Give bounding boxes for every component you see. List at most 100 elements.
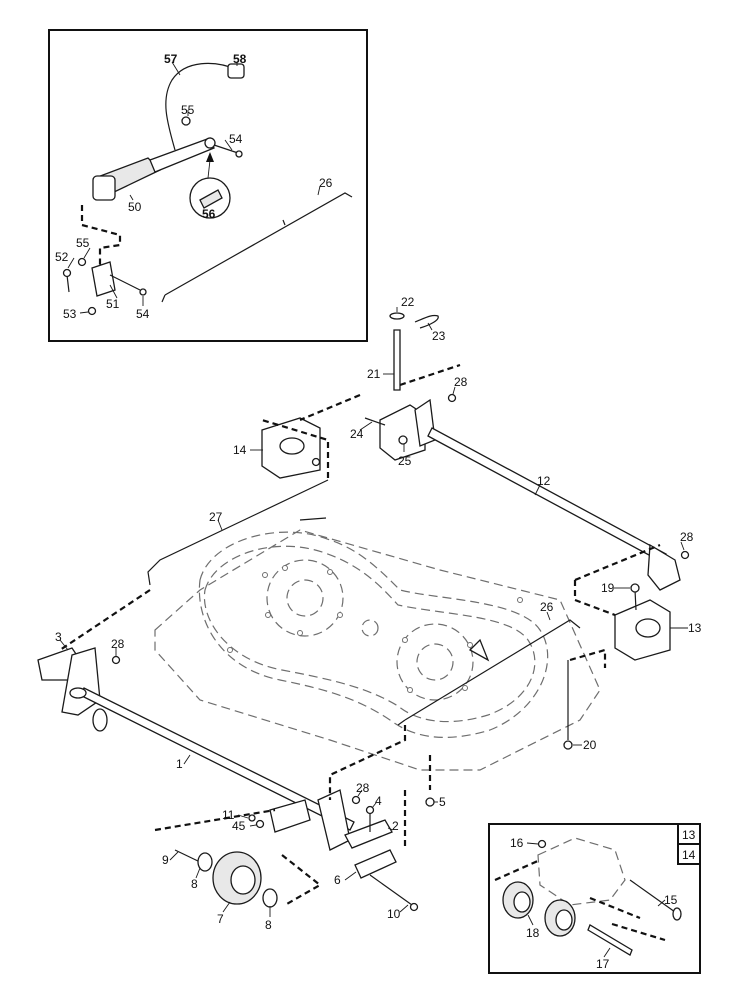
deck-hole xyxy=(402,637,408,643)
connector-58 xyxy=(227,63,245,79)
bolt-15-head xyxy=(672,907,682,921)
shaft-1-collar xyxy=(92,708,108,732)
label-2: 2 xyxy=(392,819,399,833)
rod-26-main xyxy=(404,619,581,721)
link-27-3 xyxy=(59,589,151,651)
label-21: 21 xyxy=(367,367,381,381)
link-19-13 xyxy=(573,580,616,617)
bushing-8a xyxy=(197,852,213,872)
nut-55-top xyxy=(181,116,191,126)
bolt-52-head xyxy=(62,268,72,278)
left-spindle-hub xyxy=(286,579,324,617)
roller-13 xyxy=(635,618,661,638)
label-28c: 28 xyxy=(111,637,125,651)
deck-hole xyxy=(327,569,333,575)
washer-45 xyxy=(255,819,265,829)
lead-52 xyxy=(67,257,75,269)
lead-54a xyxy=(224,139,233,151)
pin-54-top xyxy=(213,144,239,154)
label-box-14: 14 xyxy=(682,848,696,862)
label-51: 51 xyxy=(106,297,120,311)
shaft-12-arm xyxy=(647,543,681,591)
right-spindle-hub xyxy=(416,643,454,681)
link-roller-b xyxy=(589,896,641,920)
lead-18 xyxy=(527,914,534,926)
label-5: 5 xyxy=(439,795,446,809)
shaft-17 xyxy=(587,924,633,956)
lead-17 xyxy=(603,947,611,958)
center-hub xyxy=(361,619,379,637)
lead-57 xyxy=(171,61,181,76)
wheel-7-hub xyxy=(230,865,256,895)
lead-9 xyxy=(169,851,179,861)
bolt-15 xyxy=(629,879,676,913)
label-26a: 26 xyxy=(319,176,333,190)
rod-26-main-tab xyxy=(468,638,490,662)
washer-16 xyxy=(537,839,547,849)
label-28d: 28 xyxy=(356,781,370,795)
lead-11 xyxy=(237,814,249,819)
washer-22 xyxy=(389,312,405,320)
plate-6 xyxy=(354,849,397,879)
lead-7 xyxy=(222,901,231,913)
link-actuator-bracket xyxy=(80,205,122,265)
lead-26b xyxy=(546,611,551,621)
lead-23 xyxy=(427,322,433,331)
pin-54-bottom xyxy=(109,274,141,291)
label-10: 10 xyxy=(387,907,401,921)
roller-18b-hub xyxy=(555,909,573,931)
deck-outline xyxy=(154,529,601,771)
link-14-27 xyxy=(261,418,330,478)
lead-28a xyxy=(452,386,456,395)
deck-hole xyxy=(407,687,413,693)
roller-14 xyxy=(279,437,305,455)
link-21-shaft xyxy=(399,363,461,387)
clip-23 xyxy=(414,314,439,329)
lead-15 xyxy=(657,899,666,907)
deck-hole xyxy=(467,642,473,648)
label-57: 57 xyxy=(164,52,178,66)
bracket-51 xyxy=(91,261,116,297)
label-3: 3 xyxy=(55,630,62,644)
link-12-arm xyxy=(574,543,661,582)
label-13: 13 xyxy=(688,621,702,635)
bolt-10-head xyxy=(409,902,419,912)
nut-28d xyxy=(351,795,361,805)
actuator-rod-eye xyxy=(204,137,216,149)
label-55a: 55 xyxy=(181,103,195,117)
label-53: 53 xyxy=(63,307,77,321)
link-9-wheel xyxy=(154,808,276,832)
rod-27-tab xyxy=(299,517,327,521)
fitting-56 xyxy=(199,189,223,209)
washer-11 xyxy=(248,814,256,822)
nut-28a xyxy=(447,393,457,403)
lead-45 xyxy=(249,824,257,827)
label-18: 18 xyxy=(526,926,540,940)
bracket-25 xyxy=(379,404,426,461)
label-11: 11 xyxy=(222,808,235,822)
bushing-8b xyxy=(262,888,278,908)
pin-54-bottom-head xyxy=(139,288,147,296)
label-27: 27 xyxy=(209,510,223,524)
label-9: 9 xyxy=(162,853,169,867)
roller-inset: 13 14 16 15 18 17 xyxy=(488,823,701,974)
lead-53 xyxy=(79,311,89,314)
bolt-19-head xyxy=(630,583,640,593)
link-14-24 xyxy=(299,393,361,422)
label-50: 50 xyxy=(128,200,142,214)
label-24: 24 xyxy=(350,427,364,441)
deck-inner-shell xyxy=(198,531,549,739)
link-roller-a xyxy=(494,858,541,882)
label-8b: 8 xyxy=(265,918,272,932)
lead-12 xyxy=(534,484,541,496)
shaft-1-end xyxy=(69,687,87,699)
nut-25 xyxy=(398,435,408,445)
label-12: 12 xyxy=(537,474,551,488)
bolt-52 xyxy=(66,274,70,293)
lead-6 xyxy=(344,871,357,881)
label-22: 22 xyxy=(401,295,415,309)
pin-9 xyxy=(174,849,201,863)
rod-26-main-bend xyxy=(397,719,406,726)
label-box-13: 13 xyxy=(682,828,696,842)
